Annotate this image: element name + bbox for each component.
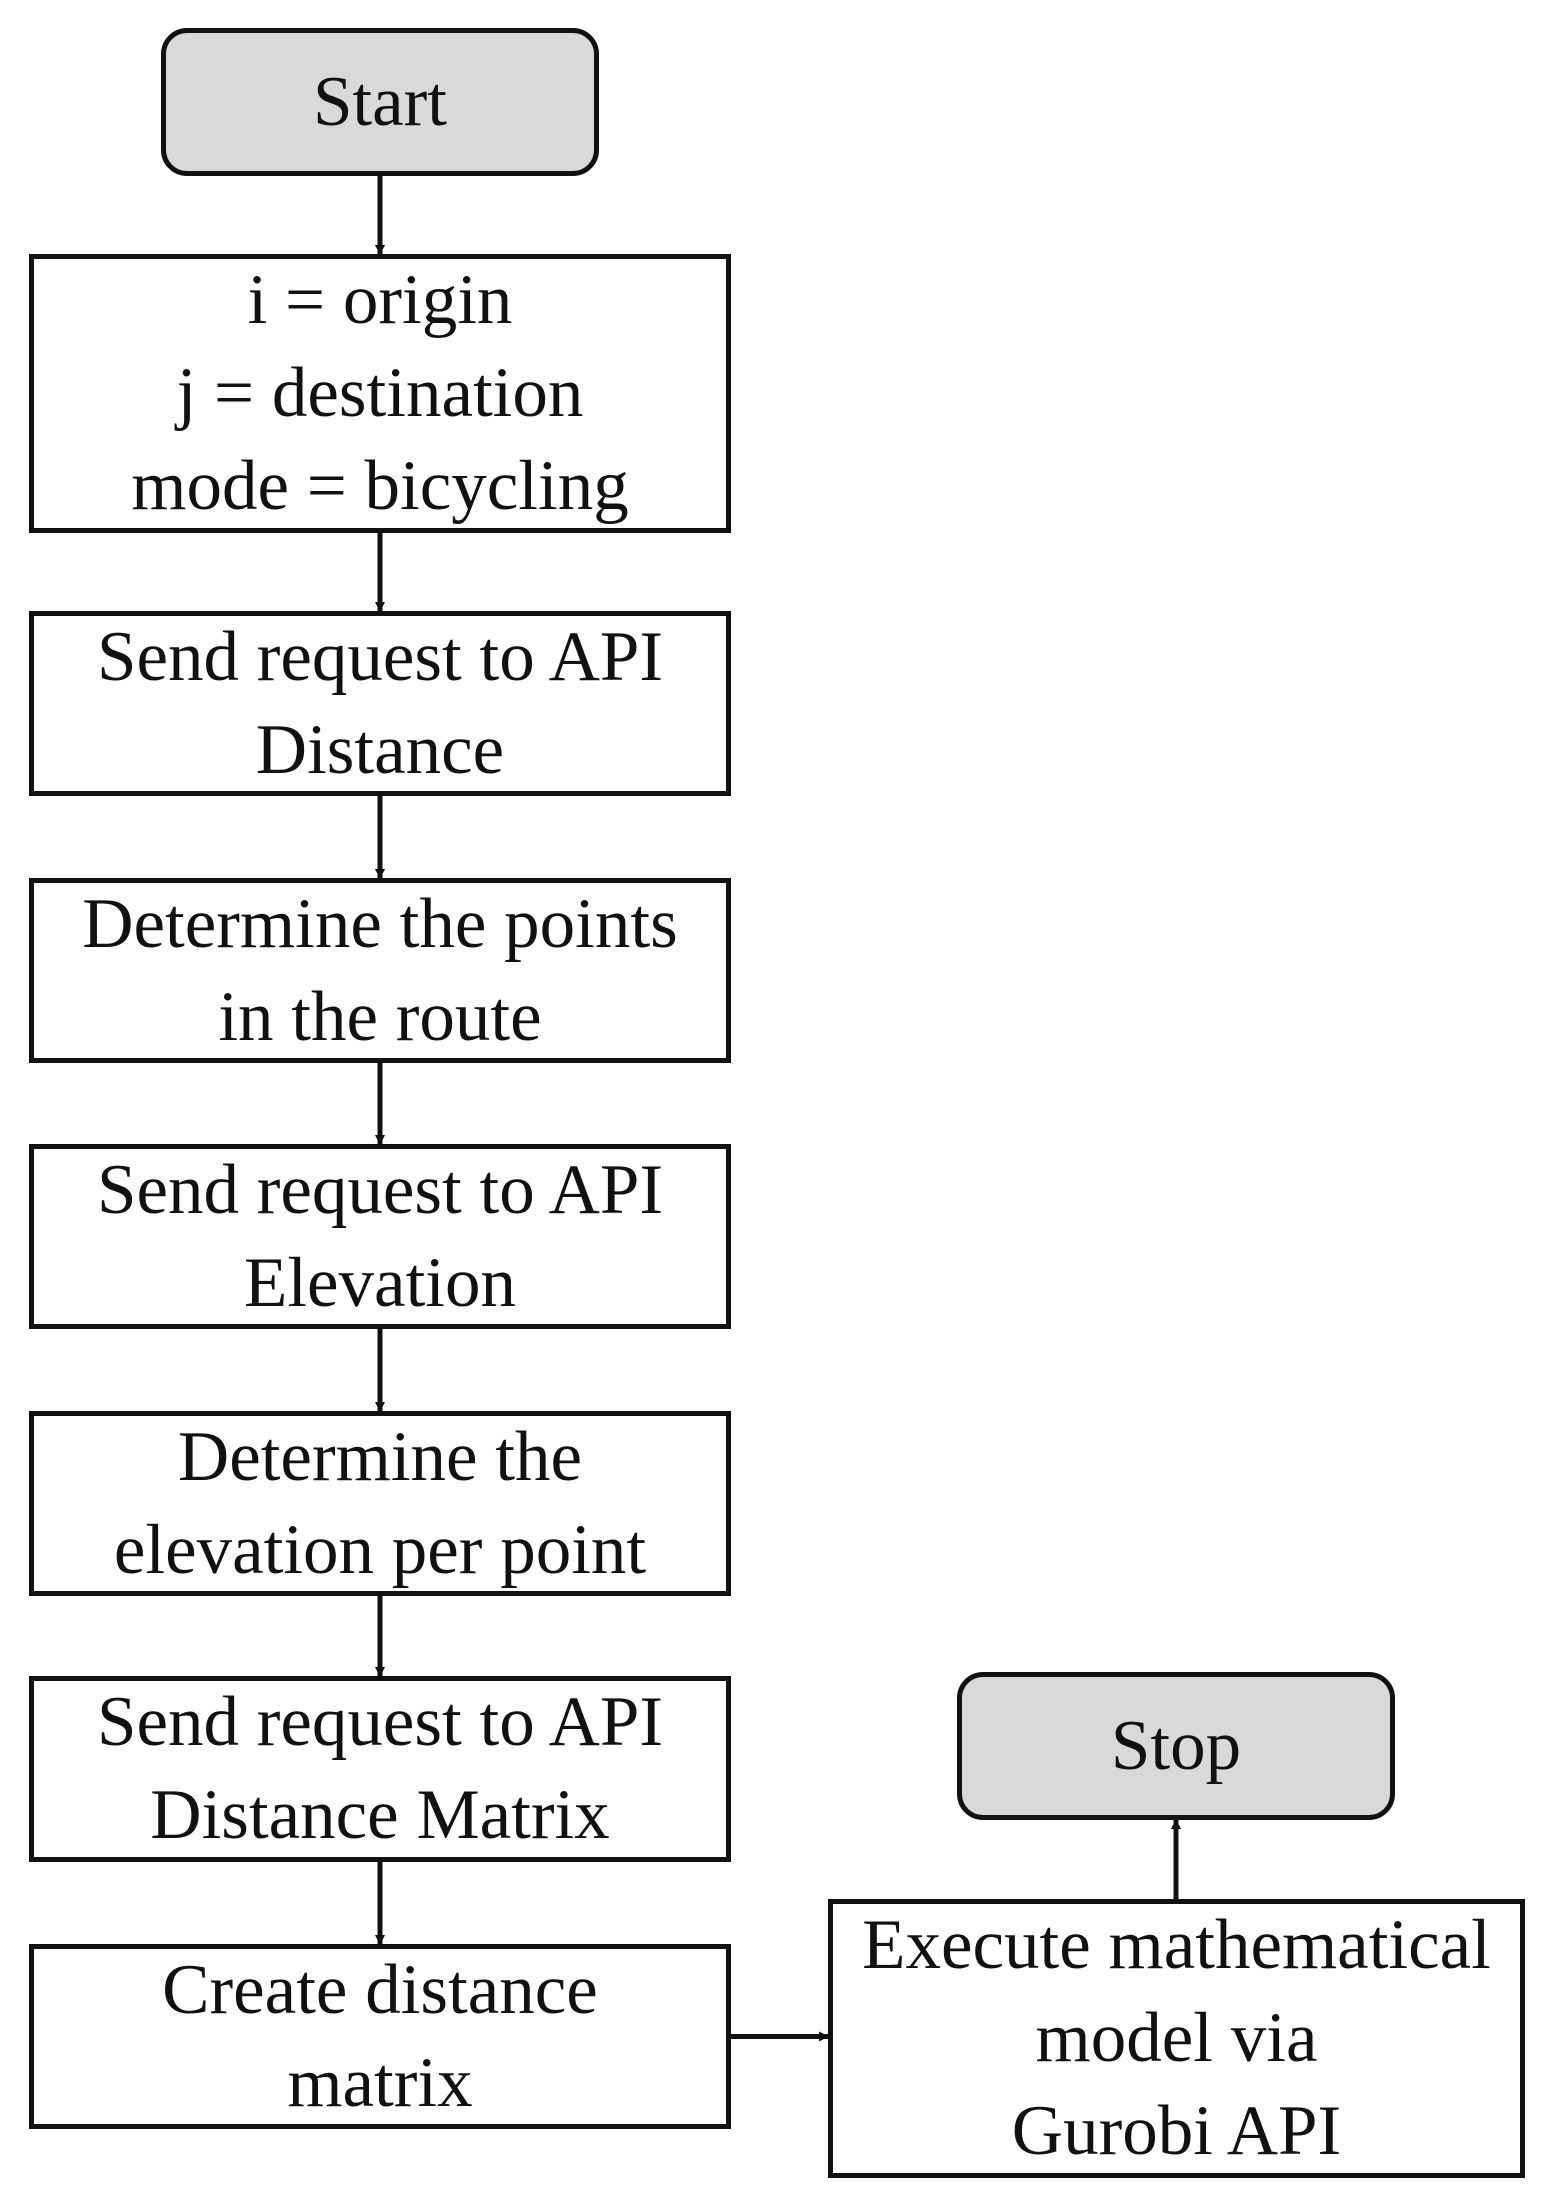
- request-distance-matrix-api-box: Send request to API Distance Matrix: [29, 1676, 731, 1862]
- assign-variables-label: i = origin j = destination mode = bicycl…: [131, 261, 629, 525]
- determine-route-points-label: Determine the points in the route: [82, 884, 678, 1056]
- request-elevation-api-label: Send request to API Elevation: [97, 1150, 663, 1322]
- request-distance-matrix-api-label: Send request to API Distance Matrix: [97, 1683, 663, 1854]
- stop-node: Stop: [957, 1672, 1395, 1820]
- elevation-per-point-label: Determine the elevation per point: [113, 1417, 647, 1589]
- create-distance-matrix-label: Create distance matrix: [162, 1950, 598, 2122]
- elevation-per-point-box: Determine the elevation per point: [29, 1411, 731, 1596]
- request-distance-api-box: Send request to API Distance: [29, 611, 731, 796]
- request-elevation-api-box: Send request to API Elevation: [29, 1144, 731, 1329]
- execute-model-label: Execute mathematical model via Gurobi AP…: [862, 1906, 1491, 2170]
- execute-model-box: Execute mathematical model via Gurobi AP…: [828, 1899, 1525, 2178]
- create-distance-matrix-box: Create distance matrix: [29, 1944, 731, 2129]
- stop-label: Stop: [1110, 1706, 1242, 1785]
- start-label: Start: [312, 62, 448, 141]
- determine-route-points-box: Determine the points in the route: [29, 878, 731, 1063]
- request-distance-api-label: Send request to API Distance: [97, 617, 663, 789]
- assign-variables-box: i = origin j = destination mode = bicycl…: [29, 254, 731, 533]
- start-node: Start: [161, 28, 599, 176]
